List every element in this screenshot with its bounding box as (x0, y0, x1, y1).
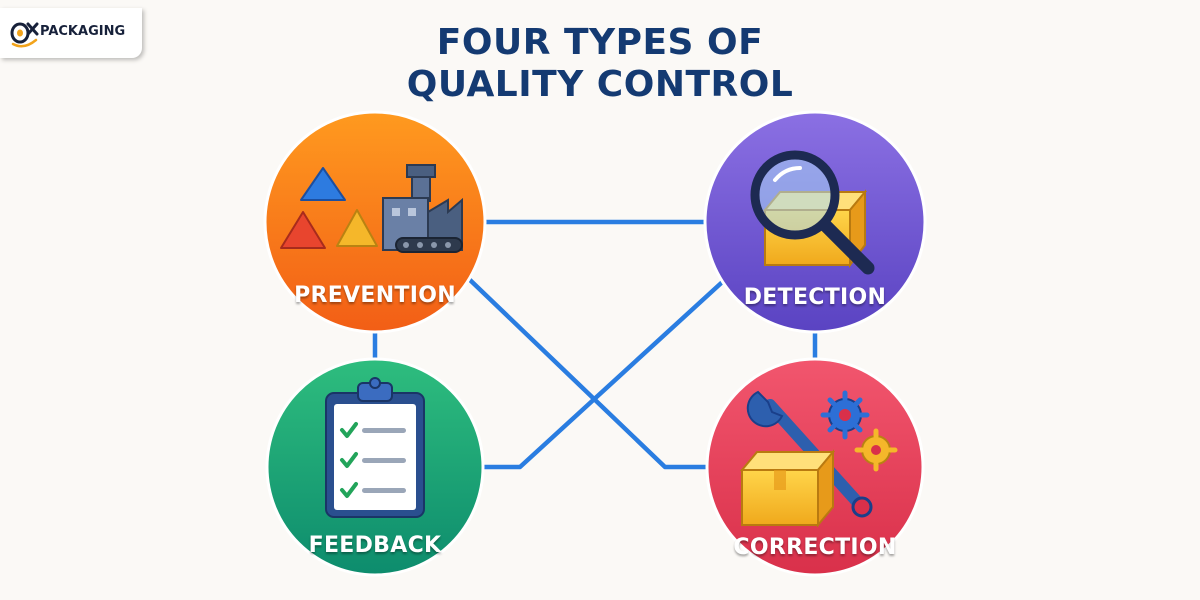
correction-label: CORRECTION (733, 535, 897, 560)
small-gear-icon (854, 428, 898, 472)
title-line-1: FOUR TYPES OF (436, 22, 764, 63)
title-line-2: QUALITY CONTROL (406, 64, 794, 105)
logo-text: PACKAGING (40, 24, 126, 39)
feedback-node (265, 357, 485, 577)
detection-node (703, 110, 927, 334)
wrench-gears-box-icon (739, 390, 898, 528)
connector-feedback-detection (469, 272, 733, 470)
detection-label: DETECTION (743, 285, 887, 310)
feedback-label: FEEDBACK (308, 533, 442, 558)
logo-badge: PACKAGING (0, 8, 142, 58)
correction-node (705, 357, 925, 577)
prevention-label: PREVENTION (294, 283, 456, 308)
page-title: FOUR TYPES OF QUALITY CONTROL (0, 22, 1200, 106)
factory-and-shapes-icon (280, 164, 463, 253)
gear-icon (820, 390, 870, 440)
brand-logo-icon (10, 22, 39, 48)
prevention-node (263, 110, 487, 334)
magnifier-box-icon (750, 150, 875, 275)
clipboard-checklist-icon (325, 377, 425, 518)
